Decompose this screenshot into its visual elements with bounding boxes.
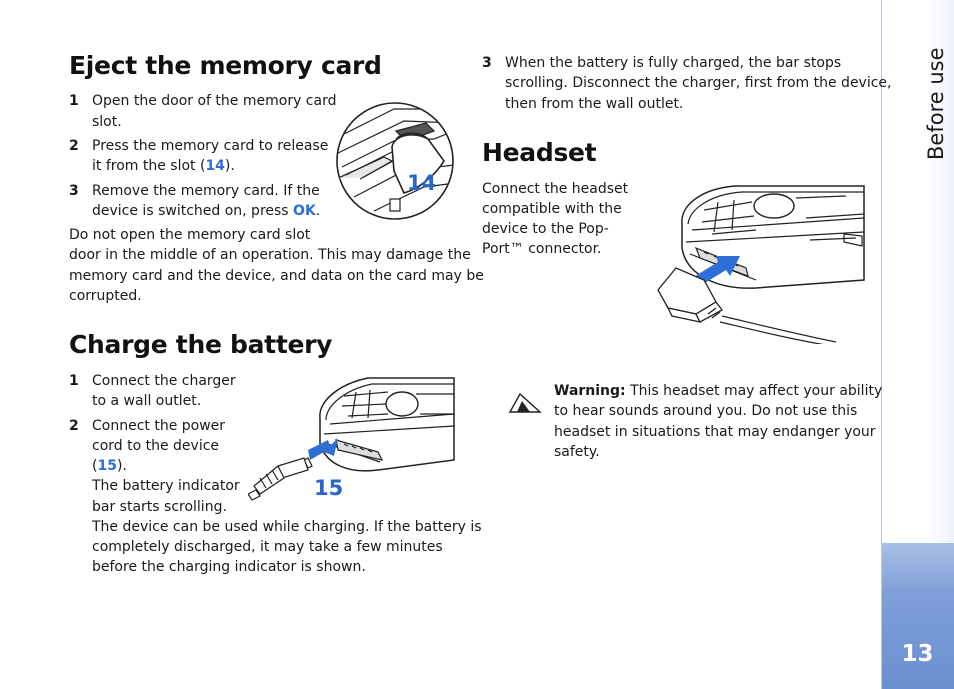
warning-icon bbox=[508, 392, 542, 413]
charge-step2-line3-post: ). bbox=[116, 458, 127, 474]
figure-15-label: 15 bbox=[314, 476, 344, 500]
eject-step3-line2: device is switched on, press OK. bbox=[92, 201, 320, 221]
charge-step2-line6: The device can be used while charging. I… bbox=[92, 519, 482, 535]
eject-step3-line2-post: . bbox=[315, 203, 321, 219]
charge-step2-line8: before the charging indicator is shown. bbox=[92, 559, 366, 575]
eject-note-line2: door in the middle of an operation. This… bbox=[69, 247, 471, 263]
eject-step2-line1: Press the memory card to release bbox=[92, 138, 329, 154]
charge-step2-line3: (15). bbox=[92, 456, 127, 476]
eject-step2-line2-pre: it from the slot ( bbox=[92, 158, 206, 174]
headset-line4: Port™ connector. bbox=[482, 241, 602, 257]
charger-illustration bbox=[248, 377, 455, 501]
headset-line2: compatible with the bbox=[482, 201, 622, 217]
charge-step1-number: 1 bbox=[69, 373, 79, 389]
charge-step3-number: 3 bbox=[482, 55, 492, 71]
eject-step3-line2-pre: device is switched on, press bbox=[92, 203, 294, 219]
ok-key-label: OK bbox=[293, 203, 316, 219]
section-title-text: Before use bbox=[924, 47, 948, 160]
eject-step1-line2: slot. bbox=[92, 114, 122, 130]
eject-step2-line2: it from the slot (14). bbox=[92, 156, 235, 176]
headset-line3: device to the Pop- bbox=[482, 221, 609, 237]
charge-step2-line4: The battery indicator bbox=[92, 478, 240, 494]
charge-step2-number: 2 bbox=[69, 418, 79, 434]
charge-step3-line1: When the battery is fully charged, the b… bbox=[505, 55, 842, 71]
warning-line2: to hear sounds around you. Do not use th… bbox=[554, 403, 858, 419]
eject-step1-number: 1 bbox=[69, 93, 79, 109]
headset-illustration bbox=[657, 185, 865, 344]
charge-heading: Charge the battery bbox=[69, 330, 333, 359]
figure-14-label: 14 bbox=[407, 171, 437, 195]
sidebar-upper-panel bbox=[882, 0, 954, 543]
warning-line3: headset in situations that may endanger … bbox=[554, 424, 876, 440]
eject-heading: Eject the memory card bbox=[69, 51, 382, 80]
charge-step2-line2: cord to the device bbox=[92, 438, 220, 454]
warning-label: Warning: bbox=[554, 383, 626, 399]
warning-line1: Warning: This headset may affect your ab… bbox=[554, 381, 882, 401]
warning-line4: safety. bbox=[554, 444, 600, 460]
charge-step3-line2: scrolling. Disconnect the charger, first… bbox=[505, 75, 892, 91]
charge-step1-line1: Connect the charger bbox=[92, 373, 236, 389]
section-sidebar bbox=[881, 0, 954, 689]
charge-step2-line3-pre: ( bbox=[92, 458, 98, 474]
eject-note-line3: memory card and the device, and data on … bbox=[69, 268, 484, 284]
eject-figure-ref: 14 bbox=[205, 158, 225, 174]
headset-heading: Headset bbox=[482, 138, 597, 167]
memory-card-illustration bbox=[336, 102, 454, 220]
headset-line1: Connect the headset bbox=[482, 181, 629, 197]
eject-step2-number: 2 bbox=[69, 138, 79, 154]
charge-figure-ref: 15 bbox=[97, 458, 117, 474]
charge-step2-line1: Connect the power bbox=[92, 418, 226, 434]
charge-step1-line2: to a wall outlet. bbox=[92, 393, 202, 409]
sidebar-page-tab bbox=[882, 543, 954, 689]
charge-step2-line5: bar starts scrolling. bbox=[92, 499, 227, 515]
eject-note-line4: corrupted. bbox=[69, 288, 142, 304]
page-number: 13 bbox=[901, 641, 934, 667]
eject-step1-line1: Open the door of the memory card bbox=[92, 93, 337, 109]
eject-note-line1: Do not open the memory card slot bbox=[69, 227, 311, 243]
section-title-vertical: Before use bbox=[904, 47, 948, 168]
warning-line1-text: This headset may affect your ability bbox=[625, 383, 883, 399]
eject-step3-line1: Remove the memory card. If the bbox=[92, 183, 320, 199]
charge-step3-line3: then from the wall outlet. bbox=[505, 96, 684, 112]
charge-step2-line7: completely discharged, it may take a few… bbox=[92, 539, 443, 555]
eject-step3-number: 3 bbox=[69, 183, 79, 199]
eject-step2-line2-post: ). bbox=[224, 158, 235, 174]
